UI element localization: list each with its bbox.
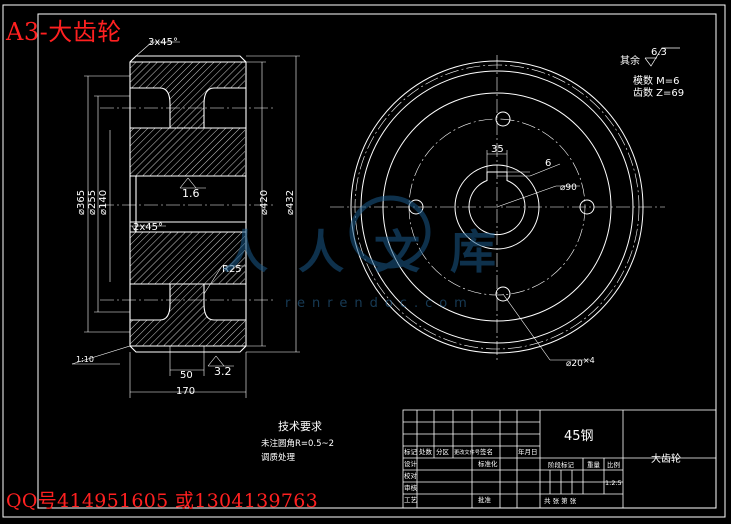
material-label: 45钢 [564, 429, 594, 444]
dim-365-label: ⌀365 [76, 190, 87, 215]
width-50-label: 50 [180, 370, 193, 381]
row-check: 校对 [404, 471, 418, 480]
watermark-text: 人人文库 [222, 225, 526, 279]
row-approve: 批准 [478, 495, 492, 504]
chamfer-top-label: 3x45° [148, 37, 178, 48]
dim-140-label: ⌀140 [98, 190, 109, 215]
notes: 其余 6.3 模数 M=6 齿数 Z=69 技术要求 未注圆角R=0.5~2 调… [261, 47, 684, 463]
chamfer-mid-label: 2x45° [133, 222, 163, 233]
width-170-label: 170 [176, 386, 195, 397]
tech-title: 技术要求 [278, 420, 322, 433]
dim-432-label: ⌀432 [285, 190, 296, 215]
drawing-inner-frame [37, 13, 717, 509]
keyway-width-label: 35 [491, 144, 504, 155]
scale-label: 比例 [607, 460, 620, 469]
hatch-top-hub [130, 128, 245, 176]
part-name-label: 大齿轮 [651, 452, 681, 465]
watermark-url: renrendoc.com [285, 296, 474, 311]
hdr-sign: 签名 [480, 447, 493, 456]
section-view: 3x45° 2x45° ⌀365 ⌀255 ⌀140 ⌀420 ⌀432 R25… [71, 37, 300, 398]
hatch-top-rim [130, 62, 245, 120]
tech-line-2: 调质处理 [261, 452, 296, 463]
stage-mark: 阶段标记 [548, 460, 575, 469]
hdr-date: 年月日 [518, 447, 538, 456]
hdr-count: 处数 [419, 447, 433, 456]
front-view: 35 6 ⌀90 ⌀20×4 [330, 55, 665, 369]
title-block: 标记 处数 分区 更改文件号 签名 年月日 设计 标准化 校对 审核 工艺 批准… [402, 409, 717, 509]
weight-label: 重量 [587, 461, 601, 469]
hatch-bottom-hub [130, 232, 245, 284]
keyway-depth-label: 6 [545, 158, 551, 169]
bore-with-keyway [468, 171, 526, 236]
overlay-footer: QQ号414951605 或1304139763 [6, 490, 319, 512]
scale-value: 1:2.5 [605, 479, 622, 487]
tech-line-1: 未注圆角R=0.5~2 [261, 438, 334, 449]
hdr-doc: 更改文件号 [454, 448, 480, 456]
hatch-web-top [170, 120, 204, 128]
taper-label: 1:10 [76, 355, 94, 364]
roughness-2-label: 3.2 [214, 365, 232, 378]
drawing-border [2, 4, 726, 518]
radius-label: R25 [222, 264, 242, 275]
hdr-zone: 分区 [436, 447, 450, 456]
module-note: 模数 M=6 [633, 74, 680, 87]
hatch-bottom-rim [130, 284, 245, 346]
sheets-label: 共 张 第 张 [544, 496, 577, 505]
bolt-hole-bottom [495, 286, 511, 302]
dim-420-label: ⌀420 [259, 190, 270, 215]
hdr-mark: 标记 [404, 447, 418, 456]
dim-255-label: ⌀255 [87, 190, 98, 215]
row-design: 设计 [404, 459, 418, 468]
row-process: 工艺 [404, 496, 418, 504]
bore-diameter-label: ⌀90 [560, 183, 577, 193]
overlay-title: A3-大齿轮 [6, 18, 122, 46]
surface-prefix: 其余 [620, 54, 640, 67]
watermark: 人人文库 renrendoc.com [222, 195, 526, 311]
row-std: 标准化 [478, 459, 498, 468]
bolt-hole-top [495, 111, 511, 127]
watermark-logo [349, 195, 431, 269]
row-review: 审核 [404, 483, 418, 492]
teeth-note: 齿数 Z=69 [633, 86, 684, 99]
surface-value: 6.3 [651, 47, 667, 58]
hole-diameter-label: ⌀20×4 [566, 356, 595, 369]
roughness-1-label: 1.6 [182, 187, 200, 200]
